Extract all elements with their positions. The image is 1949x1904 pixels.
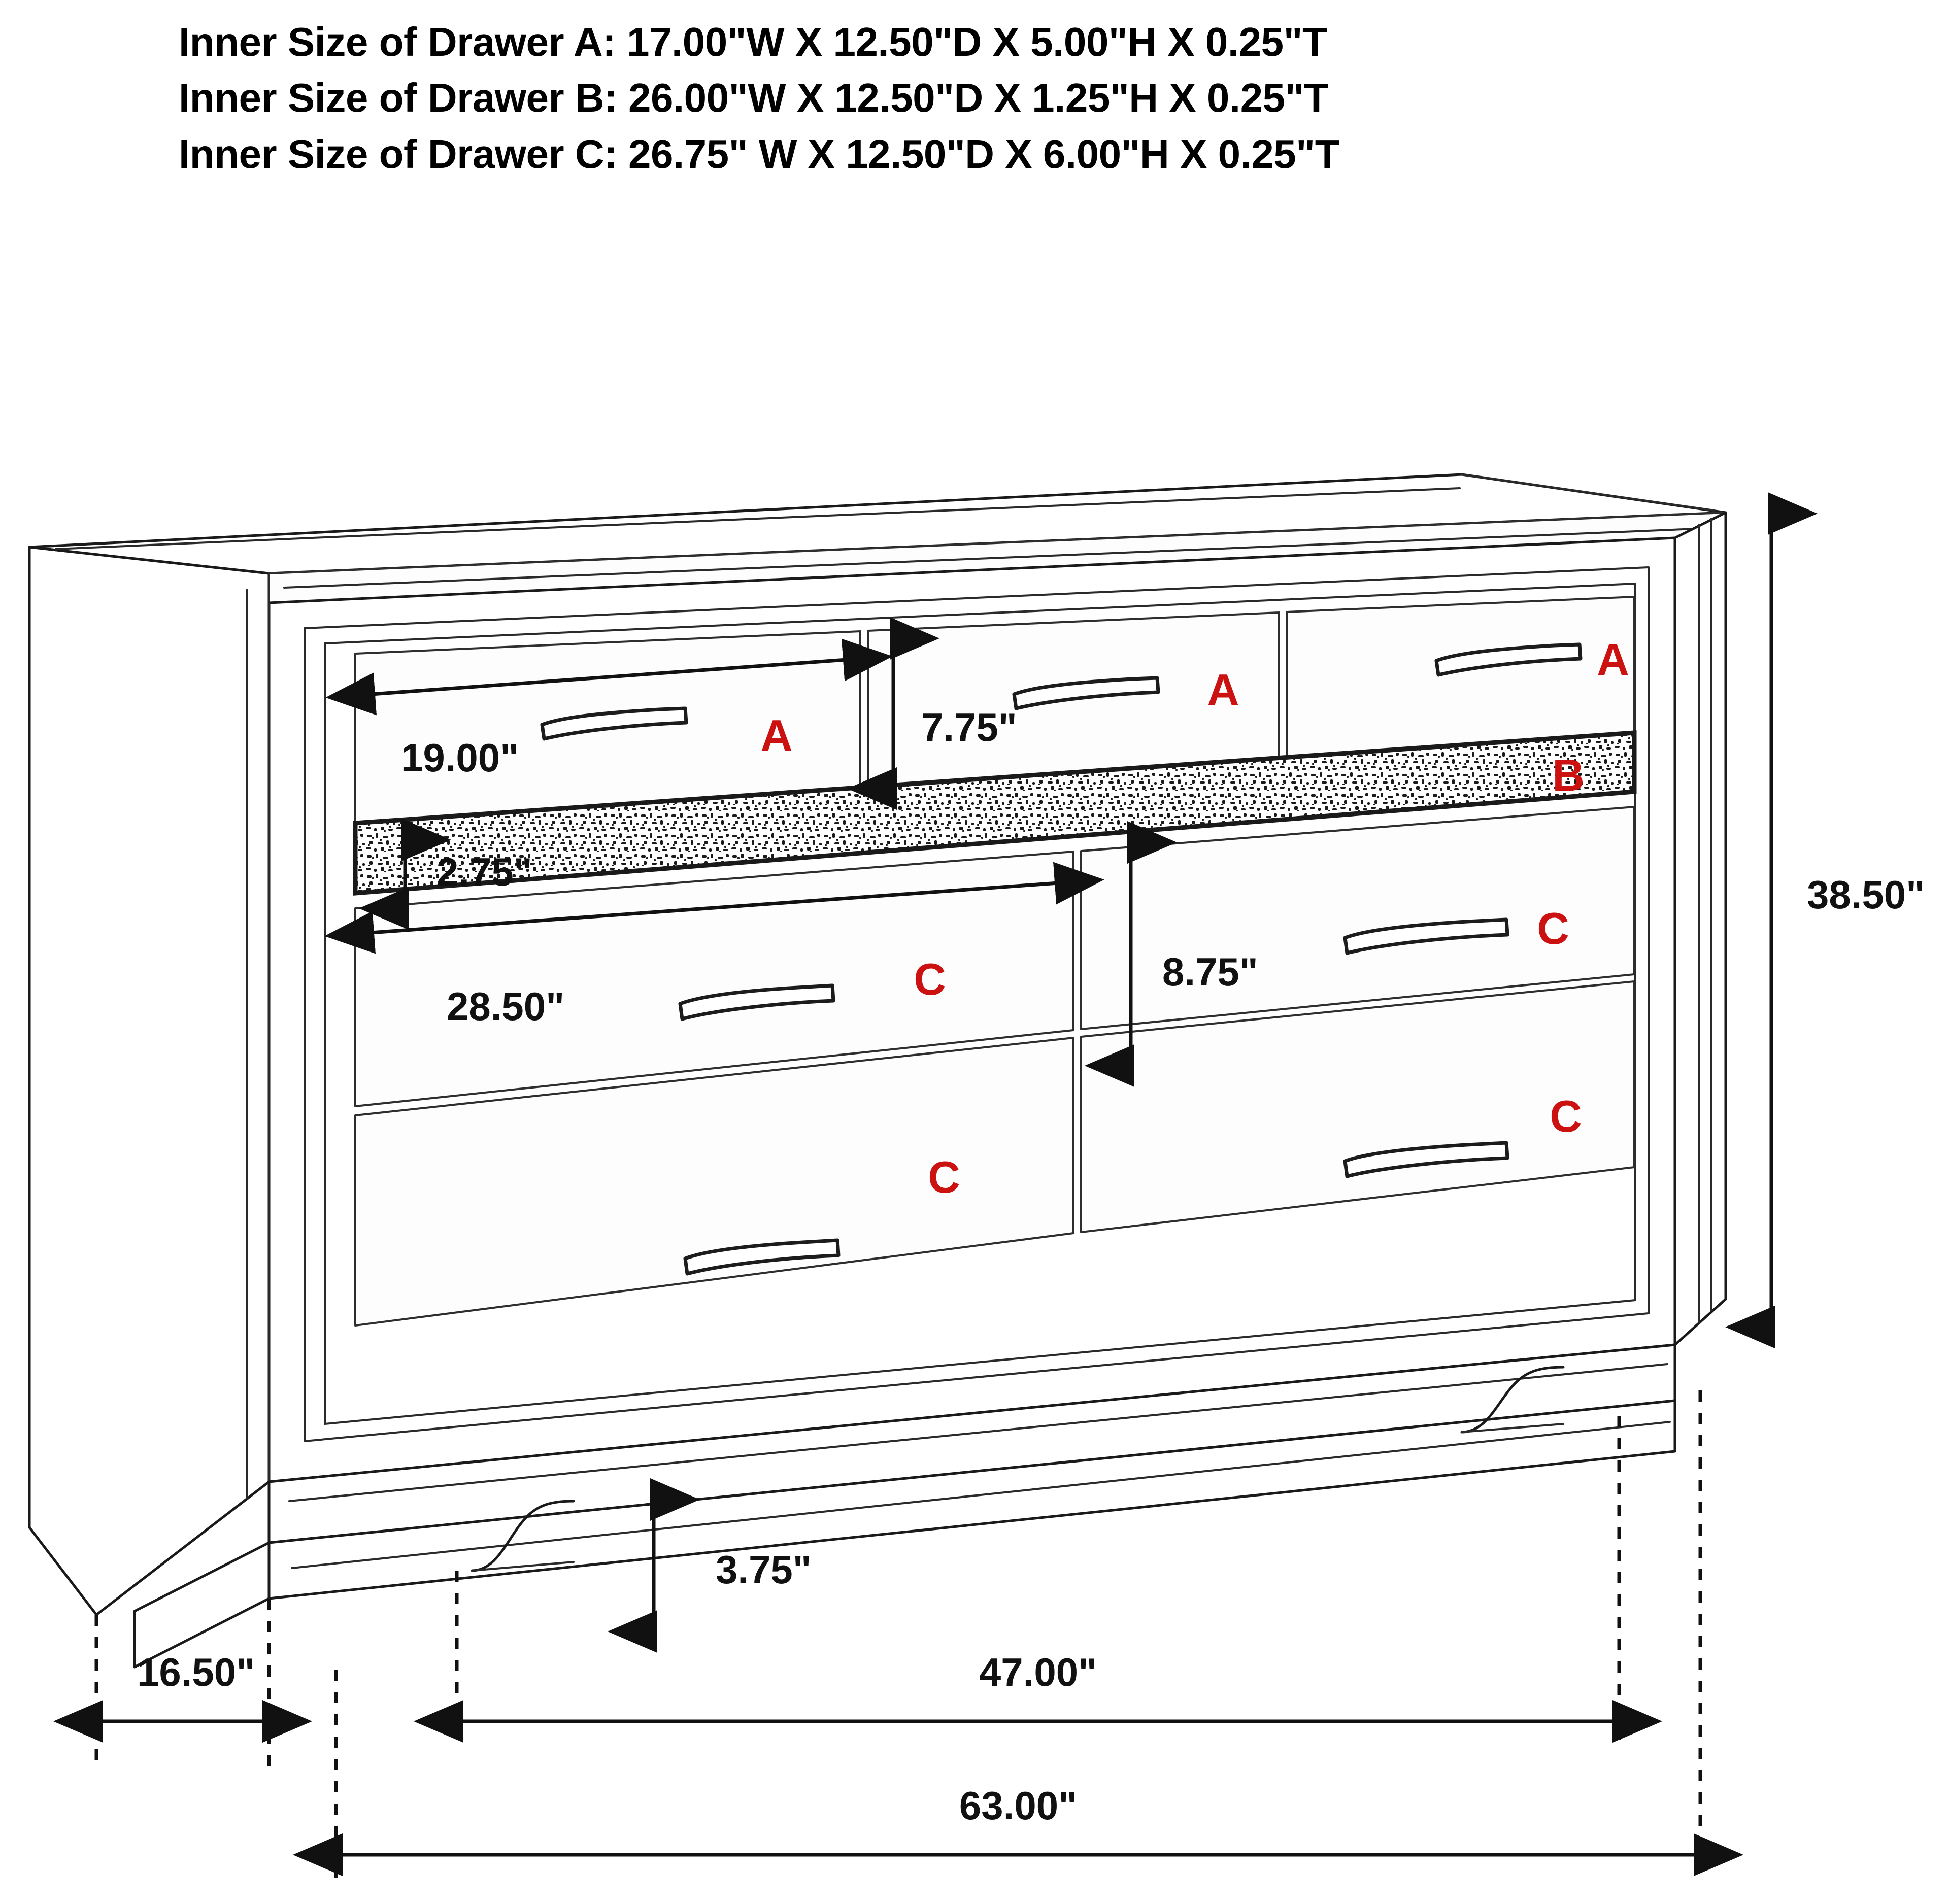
spec-line-drawer-a: Inner Size of Drawer A: 17.00"W X 12.50"…: [179, 19, 1327, 64]
dimension-3-75: 3.75": [608, 1478, 812, 1653]
handle-drawer-a-middle[interactable]: [1012, 676, 1160, 710]
base-scallop-left: [471, 1500, 575, 1572]
dim-label-63-00: 63.00": [959, 1783, 1077, 1828]
spec-header-block: Inner Size of Drawer A: 17.00"W X 12.50"…: [179, 14, 1752, 182]
bottom-rail-inner: [288, 1363, 1668, 1502]
dimension-7-75: 7.75": [847, 617, 1017, 810]
label-a-top-right: A: [1597, 634, 1629, 685]
top-edge-inner-line: [283, 527, 1722, 589]
top-surface-back-line: [1461, 473, 1716, 512]
front-frame-bezel-2: [324, 583, 1636, 1425]
dimension-47-00: 47.00": [414, 1650, 1662, 1743]
label-c-mid-left: C: [914, 954, 946, 1004]
top-surface-inner-line: [55, 487, 1461, 550]
dim-label-16-50: 16.50": [137, 1650, 255, 1694]
handle-drawer-c-mid-left[interactable]: [678, 983, 835, 1021]
handle-drawer-a-left[interactable]: [540, 706, 688, 741]
drawer-c-bottom-right: [1080, 980, 1635, 1233]
dim-label-7-75: 7.75": [921, 705, 1017, 750]
handle-drawer-c-bottom-left[interactable]: [683, 1238, 841, 1276]
dim-label-28-50: 28.50": [447, 984, 564, 1029]
spec-line-drawer-c: Inner Size of Drawer C: 26.75" W X 12.50…: [179, 131, 1340, 177]
label-c-bottom-right: C: [1550, 1091, 1582, 1141]
dimension-38-50: 38.50": [1725, 492, 1925, 1348]
dim-label-47-00: 47.00": [979, 1650, 1097, 1694]
front-frame-bezel: [304, 566, 1650, 1442]
plinth-left-return: [133, 1541, 271, 1669]
drawer-letter-labels: A A A B C C C C: [760, 634, 1629, 1202]
dimension-28-50: 28.50": [324, 862, 1104, 1029]
label-a-top-mid: A: [1207, 665, 1239, 715]
drawer-c-bottom-left: [354, 1037, 1074, 1327]
dim-label-3-75: 3.75": [716, 1547, 812, 1592]
left-side-panel: [28, 546, 271, 1616]
base-scallop-left-2: [471, 1561, 575, 1572]
drawer-c-mid-right: [1080, 806, 1635, 1030]
dimension-19-00: 19.00": [325, 638, 893, 780]
dim-label-8-75: 8.75": [1162, 949, 1258, 994]
base-scallop-right-2: [1461, 1423, 1564, 1433]
dim-label-38-50: 38.50": [1807, 872, 1925, 917]
dim-label-19-00: 19.00": [401, 735, 519, 780]
label-c-mid-right: C: [1537, 903, 1569, 954]
handle-drawer-a-right[interactable]: [1434, 642, 1583, 677]
dimension-8-75: 8.75": [1085, 821, 1258, 1087]
dimension-16-50: 16.50": [53, 1650, 312, 1743]
spec-line-drawer-b: Inner Size of Drawer B: 26.00"W X 12.50"…: [179, 75, 1329, 121]
base-scallop-right: [1460, 1366, 1565, 1434]
dresser-body: [28, 473, 1727, 1669]
handle-drawer-c-bottom-right[interactable]: [1343, 1141, 1509, 1178]
label-c-bottom-left: C: [928, 1152, 960, 1202]
handle-drawer-c-mid-right[interactable]: [1343, 917, 1509, 955]
plinth-inner-line: [291, 1421, 1671, 1569]
label-b-accent-band: B: [1552, 750, 1585, 800]
dim-label-2-75: 2.75": [436, 849, 532, 894]
dimension-63-00: 63.00": [293, 1783, 1743, 1876]
label-a-top-left: A: [760, 710, 793, 761]
